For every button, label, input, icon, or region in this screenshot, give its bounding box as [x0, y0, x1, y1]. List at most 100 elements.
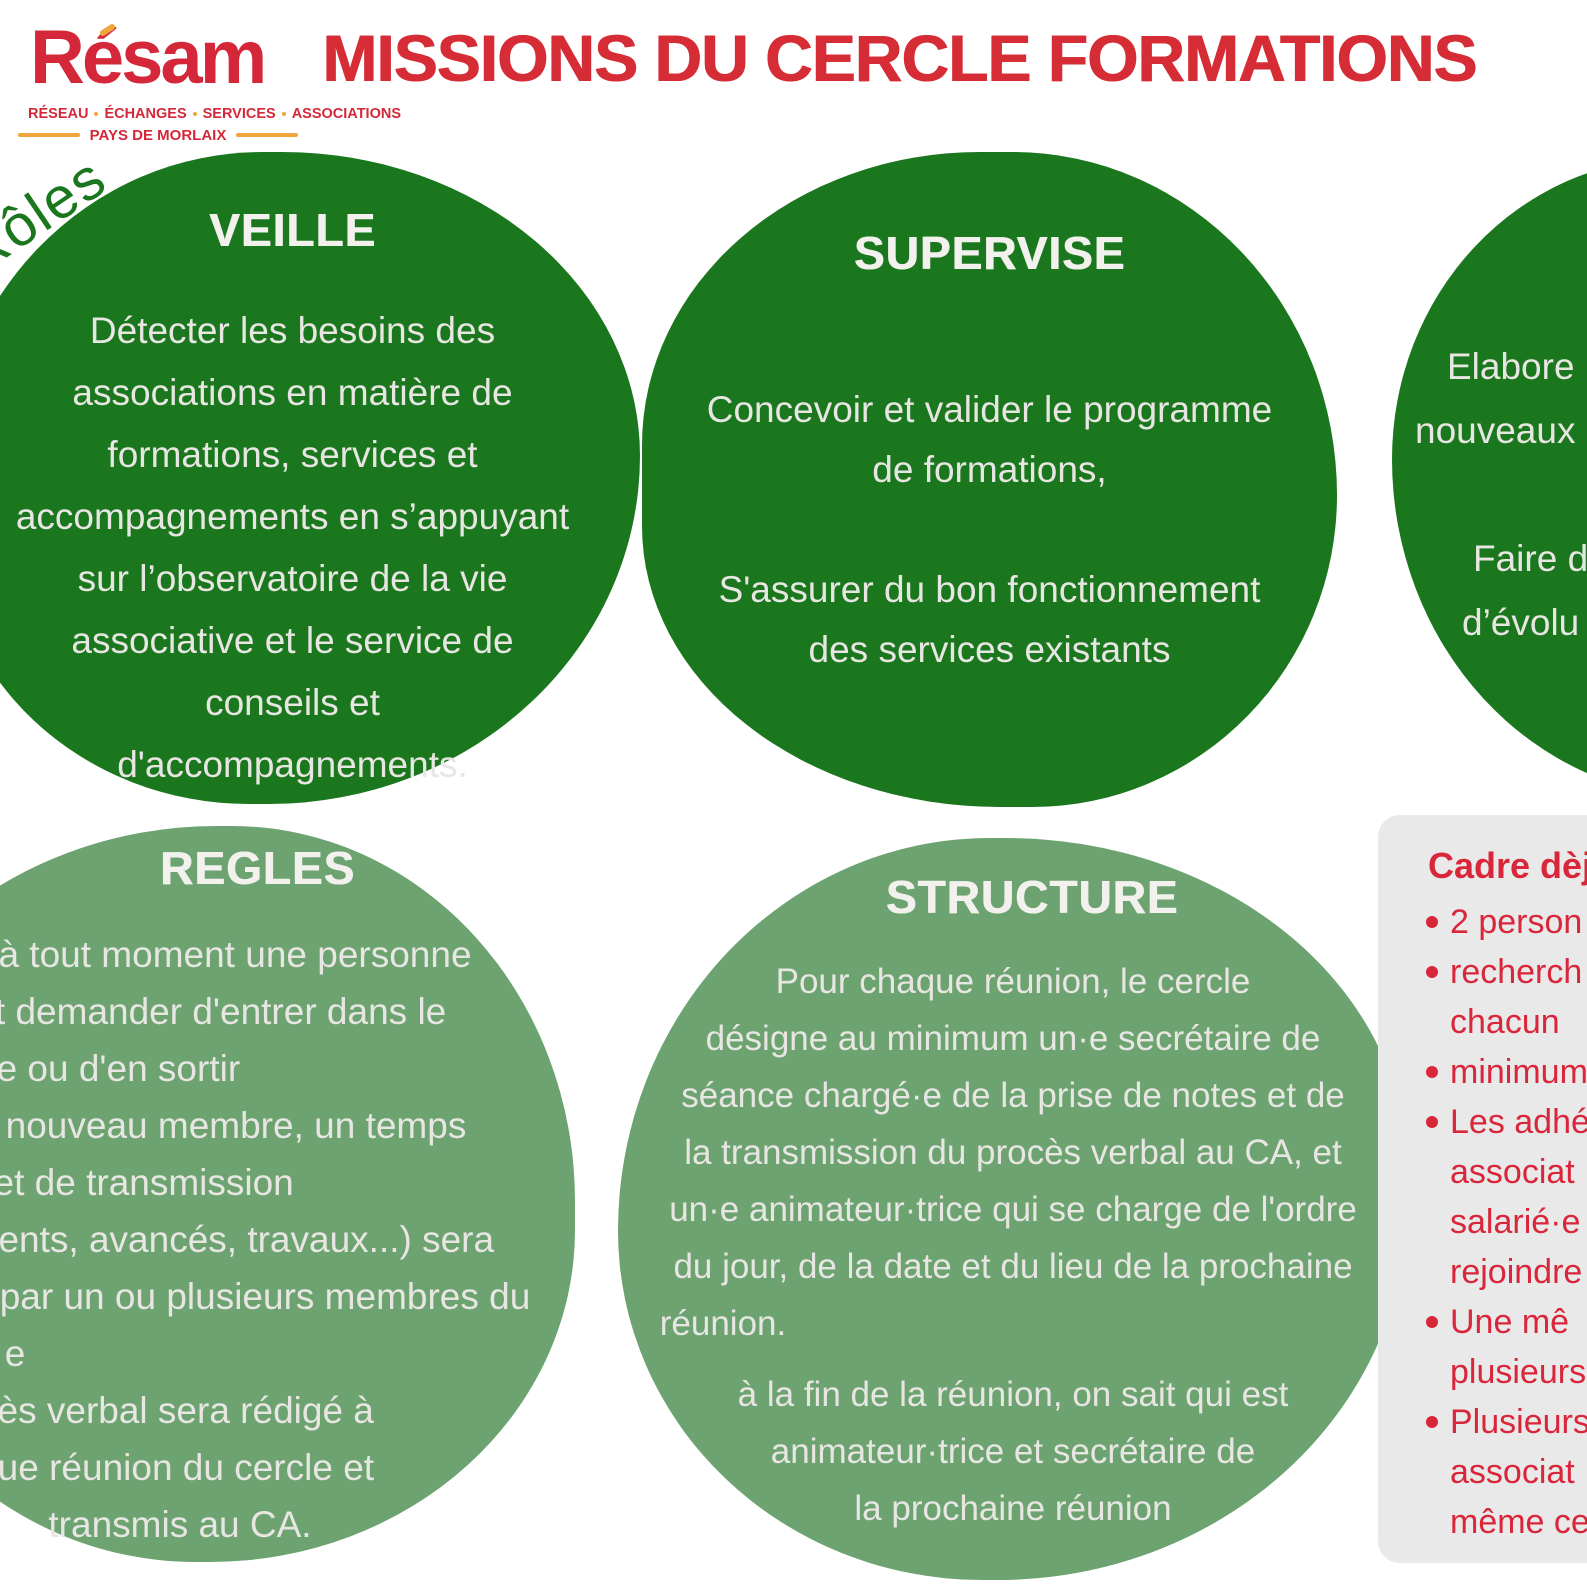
panel-item-continuation: salarié·e [1450, 1197, 1587, 1247]
text-line: à tout moment une personne [0, 934, 472, 975]
text-line: d'accompagnements. [117, 744, 468, 785]
text-line: de formations, [872, 449, 1107, 490]
bullet-icon [1426, 1416, 1438, 1428]
bubble-regles-text: à tout moment une personne eut demander … [0, 926, 550, 1553]
text-line: des services existants [808, 629, 1171, 670]
panel-item-text: associat [1450, 1453, 1575, 1491]
brand-region-row: PAYS DE MORLAIX [18, 127, 298, 144]
text-line: Concevoir et valider le programme [706, 389, 1273, 430]
text-line: nouveaux [1415, 410, 1576, 451]
text-line: associative et le service de [71, 620, 514, 661]
panel-item-continuation: associat [1450, 1447, 1587, 1497]
panel-item-text: Les adhé [1450, 1103, 1587, 1141]
text-line: la transmission du procès verbal au CA, … [684, 1133, 1342, 1172]
panel-bullet-item: Plusieurs [1426, 1397, 1587, 1447]
panel-item-continuation: chacun [1450, 997, 1587, 1047]
text-line: Faire d [1473, 538, 1587, 579]
panel-item-continuation: plusieurs [1450, 1347, 1587, 1397]
panel-item-text: recherch [1450, 953, 1583, 991]
panel-bullet-item: Les adhé [1426, 1097, 1587, 1147]
text-line: rocès verbal sera rédigé à [0, 1390, 374, 1431]
bullet-icon [1426, 1066, 1438, 1078]
text-line: sur l’observatoire de la vie [77, 558, 508, 599]
text-line: associations en matière de [72, 372, 513, 413]
bubble-veille-text: Détecter les besoins des associations en… [0, 300, 640, 796]
panel-item-continuation: même ce [1450, 1497, 1587, 1547]
panel-bullet-item: Une mê [1426, 1297, 1587, 1347]
panel-item-text: salarié·e [1450, 1203, 1581, 1241]
tagline-word: ASSOCIATIONS [291, 105, 401, 122]
text-line: la prochaine réunion [854, 1489, 1172, 1528]
brand-tagline: RÉSEAU ÉCHANGES SERVICES ASSOCIATIONS [28, 105, 401, 122]
text-line: nnements, avancés, travaux...) sera [0, 1219, 495, 1260]
panel-item-continuation: associat [1450, 1147, 1587, 1197]
text-line: e [4, 1333, 26, 1374]
text-line: Elabore [1447, 346, 1575, 387]
bullet-icon [1426, 1316, 1438, 1328]
panel-item-text: Une mê [1450, 1303, 1570, 1341]
bubble-regles [0, 826, 575, 1562]
brand-wordmark: Résam [30, 15, 267, 100]
text-line: à la fin de la réunion, on sait qui est [737, 1375, 1289, 1414]
bubble-regles-title: REGLES [159, 842, 356, 894]
tagline-word: RÉSEAU [28, 105, 89, 122]
text-line: réunion. [659, 1304, 787, 1343]
text-line: un·e animateur·trice qui se charge de l'… [669, 1190, 1357, 1229]
text-line: conseils et [205, 682, 380, 723]
text-line [642, 500, 1337, 560]
bullet-icon [1426, 966, 1438, 978]
bubble-veille-title: VEILLE [208, 204, 377, 256]
text-line: désigne au minimum un·e secrétaire de [705, 1019, 1321, 1058]
dot-separator-icon [281, 111, 286, 116]
text-line: formations, services et [107, 434, 478, 475]
panel-item-text: chacun [1450, 1003, 1560, 1041]
dot-separator-icon [192, 111, 197, 116]
bubble-supervise [642, 152, 1337, 807]
bubble-elabore-text: Elabore nouveaux Faire d d’évolu [1392, 335, 1587, 655]
bullet-icon [1426, 1116, 1438, 1128]
bubble-structure-title: STRUCTURE [885, 871, 1179, 923]
cadre-panel: Cadre dèjà 2 person recherch chacun mini… [1378, 815, 1587, 1563]
panel-item-text: minimum [1450, 1053, 1587, 1091]
panel-item-continuation: rejoindre [1450, 1247, 1587, 1297]
text-line: haque réunion du cercle et [0, 1447, 375, 1488]
text-line: par un ou plusieurs membres du [0, 1276, 531, 1317]
bubble-supervise-text: Concevoir et valider le programme de for… [642, 380, 1337, 680]
panel-item-text: rejoindre [1450, 1253, 1583, 1291]
resam-logo: Résam RÉSEAU ÉCHANGES SERVICES ASSOCIATI… [18, 15, 401, 144]
text-line: accompagnements en s’appuyant [15, 496, 570, 537]
panel-item-text: plusieurs [1450, 1353, 1587, 1391]
bubble-structure [618, 838, 1408, 1580]
right-rule [236, 133, 298, 138]
panel-item-text: même ce [1450, 1503, 1587, 1541]
panel-bullet-item: minimum [1426, 1047, 1587, 1097]
panel-item-text: Plusieurs [1450, 1403, 1587, 1441]
dot-separator-icon [94, 111, 99, 116]
bubble-veille [0, 152, 640, 804]
bubble-supervise-title: SUPERVISE [853, 227, 1126, 279]
bullet-icon [1426, 916, 1438, 928]
text-line: d’évolu [1462, 602, 1580, 643]
brand-region: PAYS DE MORLAIX [89, 126, 227, 144]
cadre-panel-title: Cadre dèjà [1428, 845, 1587, 886]
bubble-structure-text-2: à la fin de la réunion, on sait qui est … [618, 1366, 1408, 1537]
text-line: du jour, de la date et du lieu de la pro… [673, 1247, 1353, 1286]
text-line: cle ou d'en sortir [0, 1048, 241, 1089]
text-line: eil et de transmission [0, 1162, 294, 1203]
text-line: tout nouveau membre, un temps [0, 1105, 467, 1146]
left-rule [18, 133, 80, 138]
tagline-word: ÉCHANGES [104, 105, 187, 122]
text-line: séance chargé·e de la prise de notes et … [681, 1076, 1345, 1115]
panel-bullet-item: 2 person [1426, 897, 1587, 947]
panel-item-text: associat [1450, 1153, 1575, 1191]
text-line: Détecter les besoins des [89, 310, 496, 351]
text-line: transmis au CA. [48, 1504, 312, 1545]
text-line: Pour chaque réunion, le cercle [775, 962, 1251, 1001]
text-line: animateur·trice et secrétaire de [770, 1432, 1256, 1471]
text-line: eut demander d'entrer dans le [0, 991, 447, 1032]
page-title: MISSIONS DU CERCLE FORMATIONS [322, 21, 1477, 95]
panel-item-text: 2 person [1450, 903, 1583, 941]
panel-bullet-item: recherch [1426, 947, 1587, 997]
bubble-structure-text-1: Pour chaque réunion, le cercle désigne a… [618, 953, 1408, 1352]
